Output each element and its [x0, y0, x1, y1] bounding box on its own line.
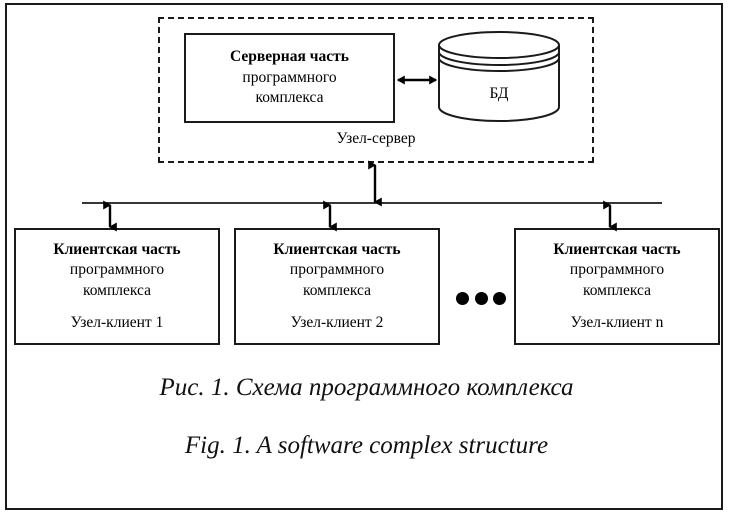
- ellipsis-dots-icon: [456, 288, 506, 308]
- client-box-3-line-2: программного: [569, 261, 665, 279]
- ellipsis-dot: [474, 291, 488, 305]
- figure-caption-russian: Рис. 1. Схема программного комплекса: [159, 374, 574, 401]
- client-node-box-3: Клиентская часть программного комплекса …: [514, 228, 720, 345]
- client-box-1-line-3: комплекса: [82, 282, 151, 299]
- client-box-3-line-3: комплекса: [582, 282, 651, 299]
- client-box-2-line-3: комплекса: [302, 282, 371, 299]
- server-box-title: Серверная часть: [230, 48, 349, 66]
- client-box-2-line-2: программного: [289, 261, 385, 279]
- database-cylinder-icon: [438, 31, 560, 122]
- client-box-3-title: Клиентская часть: [553, 240, 681, 258]
- client-box-1-node-label: Узел-клиент 1: [70, 313, 164, 331]
- client-box-2-title: Клиентская часть: [273, 240, 401, 258]
- server-application-box: Серверная часть программного комплекса: [184, 33, 395, 123]
- server-box-line-3: комплекса: [255, 89, 324, 107]
- figure-outer-border: [5, 3, 723, 510]
- server-box-line-2: программного: [242, 68, 337, 86]
- server-node-label: Узел-сервер: [336, 130, 416, 147]
- database-label: БД: [489, 85, 509, 102]
- client-box-2-node-label: Узел-клиент 2: [290, 313, 384, 331]
- client-node-box-1: Клиентская часть программного комплекса …: [14, 228, 220, 345]
- ellipsis-dot: [493, 291, 506, 305]
- client-box-1-line-2: программного: [69, 261, 165, 279]
- ellipsis-dot: [456, 291, 469, 305]
- client-node-box-2: Клиентская часть программного комплекса …: [234, 228, 440, 345]
- client-box-1-title: Клиентская часть: [53, 240, 181, 258]
- client-box-3-node-label: Узел-клиент n: [570, 313, 664, 331]
- figure-caption-english: Fig. 1. A software complex structure: [184, 432, 549, 459]
